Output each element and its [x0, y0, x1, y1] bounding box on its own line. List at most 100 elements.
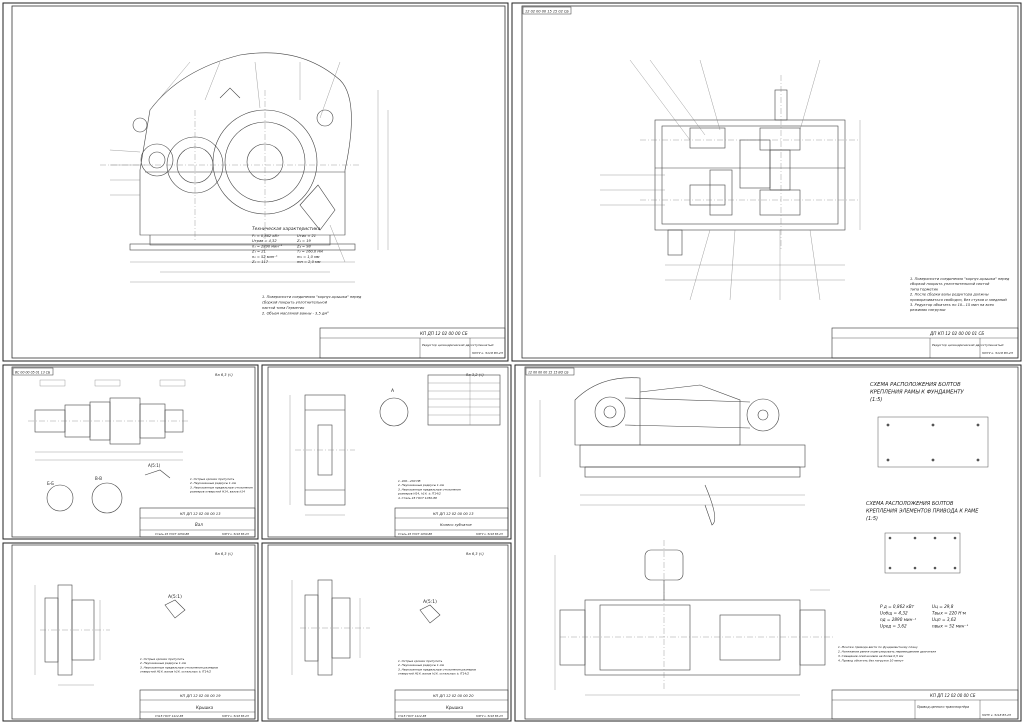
note-line: 2. После сборки валы редуктора должны	[910, 293, 989, 297]
note-line: 2. Неуказанные радиусы 1 мм	[398, 663, 445, 667]
sheet-reducer-assembly: Техническая характеристика P₁ = 0,862 кВ…	[2, 2, 509, 362]
spec-line: P д = 0,862 кВт	[880, 604, 915, 609]
frame-bolt-scheme	[884, 532, 961, 574]
doc-name: Колесо зубчатое	[440, 523, 472, 527]
spec-line: Uцп = 3,62	[932, 617, 956, 622]
sheet-cover-2: Ra 6,3 (√) A(5:1) 1. Острые кромки приту…	[261, 542, 512, 722]
scheme-title-line: КРЕПЛЕНИЯ РАМЫ К ФУНДАМЕНТУ	[870, 390, 965, 396]
tech-spec-line: n₂ = 52 мин⁻¹	[252, 255, 278, 259]
doc-name: Вал	[195, 522, 203, 527]
note-line: 1. 200...230 HB	[398, 479, 421, 483]
corner-code: 12 00 00 00 15 15 ВО СБ	[528, 371, 569, 375]
tech-spec-line: P₁ = 0,862 кВт	[252, 234, 280, 238]
tech-spec-line: mп = 2,0 мм	[297, 260, 321, 264]
roughness-mark: Ra 6,3 (√)	[466, 552, 484, 556]
tech-spec-line: Z₁ = 21	[251, 250, 266, 254]
note-line: 1. Поверхности соединения "корпус-крышка…	[262, 295, 362, 299]
org-name: ЮУГУ к. 5118 ВЗ-2Л	[982, 351, 1014, 355]
drive-notes: 1. Монтаж привода вести по фундаментному…	[838, 645, 936, 663]
org-name: ЮУГУ к. 5118 ВЗ-2Л	[472, 351, 504, 355]
sheet-shaft: ВС 00 00 05 01 13 СБ Ra 6,3 (√) Б-Б В-В …	[2, 364, 259, 540]
doc-code: КП ДП 12 02 00 00 19	[180, 694, 221, 698]
note-line: 2. Неуказанные радиусы 1 мм	[398, 483, 445, 487]
title-block: ДП КП 12 02 00 00 01 СБ Редуктор цилиндр…	[831, 327, 1019, 359]
title-block: КП ДП 12 02 00 00 13 Вал Сталь 45 ГОСТ 1…	[139, 507, 256, 538]
doc-code: КП ДП 12 02 00 00 13	[180, 512, 221, 516]
doc-code: КП ДП 12 02 00 00 СБ	[930, 693, 976, 698]
note-line: 2. Натяжение ремня отрегулировать переме…	[838, 650, 936, 654]
doc-code: КП ДП 12 02 00 00 СБ	[420, 331, 468, 336]
doc-code: КП ДП 12 02 00 00 20	[433, 694, 474, 698]
tech-spec-line: Uтих = 21	[297, 234, 316, 238]
note-line: 4. Сталь 45 ГОСТ 1050-88	[398, 496, 437, 500]
sheet-drive-assembly: 12 00 00 00 15 15 ВО СБ	[514, 364, 1022, 722]
detail-view-label: А(5:1)	[148, 463, 161, 468]
note-line: сборкой покрыть уплотнительной пастой	[910, 282, 990, 286]
scheme-title-line: (1:5)	[866, 516, 878, 522]
corner-code: ВС 00 00 05 01 13 СБ	[15, 371, 51, 375]
tech-spec-line: Uтрав = 4,32	[252, 239, 277, 243]
detail-view-label: A	[391, 388, 395, 394]
note-line: 3. Редуктор обкатать по 10...15 мин на в…	[910, 303, 995, 307]
foundation-bolt-scheme	[877, 416, 989, 468]
note-line: 1. Монтаж привода вести по фундаментному…	[838, 645, 918, 649]
material: Сталь 45 ГОСТ 1050-88	[155, 532, 189, 536]
doc-code: ДП КП 12 02 00 00 01 СБ	[929, 331, 984, 336]
note-line: 3. Смещение осей шкивов не более 0,5 мм	[838, 654, 904, 658]
technical-requirements: 1. 200...230 HB2. Неуказанные радиусы 1 …	[397, 479, 461, 500]
tech-spec-line: n₁ = 2890 мин⁻¹	[252, 244, 283, 248]
note-line: 4. Привод обкатать без нагрузки 10 минут	[838, 659, 904, 663]
detail-view-label: A(5:1)	[423, 599, 437, 605]
note-line: отверстий H14, валов h14, остальных ± IT…	[398, 672, 469, 676]
material: СЧ15 ГОСТ 1412-85	[155, 714, 184, 718]
doc-code: КП ДП 12 02 00 00 13	[433, 512, 474, 516]
note-line: 3. Неуказанные предельные отклонения раз…	[140, 665, 218, 669]
note-line: 1. Острые кромки притупить	[190, 477, 235, 481]
note-line: 1. Острые кромки притупить	[140, 657, 185, 661]
note-line: 3. Неуказанные предельные отклонения раз…	[398, 667, 476, 671]
section-label-v: В-В	[95, 476, 102, 481]
doc-name: Крышка	[446, 705, 464, 710]
title-block: КП ДП 12 02 00 00 13 Колесо зубчатое Ста…	[394, 507, 509, 538]
note-line: размеров H14, h14, ± IT14/2	[397, 492, 441, 496]
note-line: сборкой покрыть уплотнительной	[262, 301, 328, 305]
note-line: 2. Объем масляной ванны - 3,5 дм³	[262, 312, 329, 316]
sheet-reducer-section: 12 02 00 00 15 15 02 СБ	[511, 2, 1022, 362]
note-line: режимах нагрузки	[909, 308, 946, 312]
doc-name: Привод цепного транспортёра	[917, 705, 969, 709]
tech-spec-line: Z₃ = 19	[296, 239, 311, 243]
assembly-notes: 1. Поверхности соединения "корпус-крышка…	[909, 277, 1010, 312]
material: Сталь 45 ГОСТ 1050-88	[398, 532, 432, 536]
title-block: КП ДП 12 02 00 00 СБ Редуктор цилиндриче…	[319, 327, 506, 359]
doc-name: Редуктор цилиндрический двухступенчатый	[422, 343, 493, 347]
spec-line: Tвых = 220 Н·м	[932, 611, 966, 616]
corner-code: 12 02 00 00 15 15 02 СБ	[525, 10, 569, 14]
note-line: 2. Неуказанные радиусы 1 мм	[190, 481, 237, 485]
org-name: ЮУГУ к. 5118 ВЗ-2Л	[476, 714, 503, 718]
note-line: проворачиваться свободно, без стуков и з…	[910, 298, 1007, 302]
note-line: пастой типа Герметик	[262, 306, 305, 310]
note-line: 1. Поверхности соединения "корпус-крышка…	[910, 277, 1010, 281]
spec-line: Uред = 3,62	[880, 624, 907, 629]
tech-spec-line: T₂ = 160,0 Нм	[297, 250, 323, 254]
note-line: типа Герметик	[910, 287, 939, 291]
note-line: размеров отверстий H14, валов h14	[189, 490, 245, 494]
section-label-b: Б-Б	[47, 481, 54, 486]
note-line: 2. Неуказанные радиусы 1 мм	[140, 661, 187, 665]
scheme-title-line: СХЕМА РАСПОЛОЖЕНИЯ БОЛТОВ	[866, 501, 954, 507]
org-name: ЮУГУ к. 5118 ВЗ-2Л	[982, 713, 1012, 717]
roughness-mark: Ra 6,3 (√)	[215, 552, 233, 556]
doc-name: Редуктор цилиндрический двухступенчатый	[932, 343, 1003, 347]
scheme-title-line: СХЕМА РАСПОЛОЖЕНИЯ БОЛТОВ	[870, 382, 961, 388]
assembly-notes: 1. Поверхности соединения "корпус-крышка…	[262, 295, 362, 316]
tech-spec-line: m₂ = 1,0 мм	[297, 255, 320, 259]
scheme1-title: СХЕМА РАСПОЛОЖЕНИЯ БОЛТОВ КРЕПЛЕНИЯ РАМЫ …	[870, 382, 965, 403]
title-block: КП ДП 12 02 00 00 20 Крышка СЧ15 ГОСТ 14…	[394, 689, 509, 720]
note-line: отверстий H14, валов h14, остальных ± IT…	[140, 670, 211, 674]
doc-name: Крышка	[196, 705, 214, 710]
spec-line: Uобщ = 4,32	[880, 611, 908, 616]
